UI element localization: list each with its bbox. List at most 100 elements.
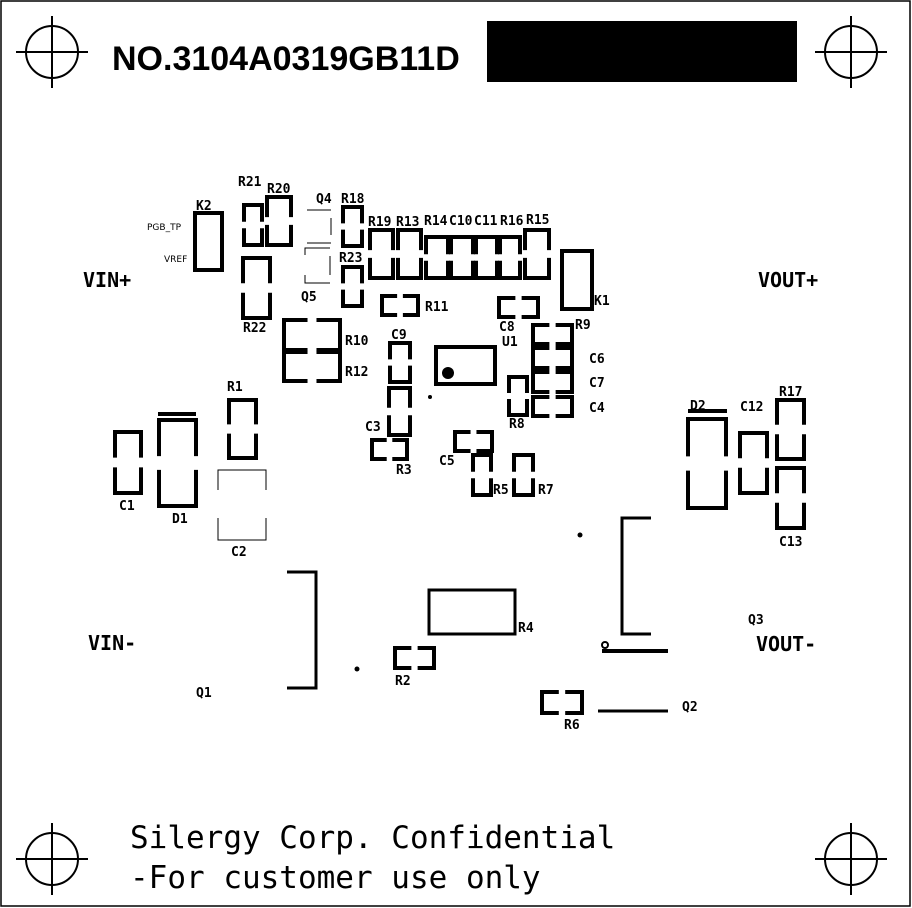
- designator-r22: R22: [243, 321, 266, 336]
- terminal-vin-pos: VIN+: [83, 268, 131, 292]
- designator-r6: R6: [564, 718, 580, 733]
- footprint-C8: [497, 296, 540, 319]
- designator-c8: C8: [499, 320, 515, 335]
- designator-r20: R20: [267, 182, 291, 197]
- footprint-C13: [775, 466, 806, 530]
- designator-r5: R5: [493, 483, 509, 498]
- designator-r16: R16: [500, 214, 524, 229]
- footprint-R23: [341, 265, 364, 308]
- designator-r17: R17: [779, 385, 802, 400]
- pin-vref: VREF: [164, 255, 187, 265]
- footprint-R22: [241, 256, 272, 320]
- footprint-R2: [393, 646, 436, 670]
- redacted-block: [487, 21, 797, 82]
- footprint-R8: [507, 375, 529, 417]
- designator-q3: Q3: [748, 613, 764, 628]
- designator-c2: C2: [231, 545, 247, 560]
- designator-c11: C11: [474, 214, 498, 229]
- designator-k2: K2: [196, 199, 212, 214]
- pin1-marker: [428, 395, 432, 399]
- footprint-C11: [474, 235, 499, 280]
- designator-r19: R19: [368, 215, 391, 230]
- designator-q5: Q5: [301, 290, 317, 305]
- fiducial-target-icon: [16, 823, 88, 895]
- footprint-R11: [380, 294, 420, 317]
- confidential-line-2: -For customer use only: [130, 860, 541, 896]
- designator-r1: R1: [227, 380, 243, 395]
- designator-c12: C12: [740, 400, 763, 415]
- designator-d1: D1: [172, 512, 188, 527]
- footprint-R20: [265, 195, 293, 247]
- footprint-C4: [531, 395, 574, 418]
- designator-r13: R13: [396, 215, 419, 230]
- part-number: NO.3104A0319GB11D: [112, 40, 460, 78]
- outline-Q4: [307, 209, 332, 244]
- footprint-R4: [427, 588, 517, 636]
- designator-c4: C4: [589, 401, 605, 416]
- designator-q1: Q1: [196, 686, 212, 701]
- designator-c9: C9: [391, 328, 407, 343]
- designator-c10: C10: [449, 214, 473, 229]
- footprint-D2: [686, 417, 728, 510]
- designator-c3: C3: [365, 420, 381, 435]
- designator-c7: C7: [589, 376, 605, 391]
- footprint-R3: [370, 438, 409, 461]
- footprint-R12: [282, 350, 342, 383]
- fiducial-target-icon: [16, 16, 88, 88]
- footprint-R14: [424, 235, 450, 280]
- designator-r11: R11: [425, 300, 449, 315]
- terminal-vin-neg: VIN-: [88, 631, 136, 655]
- footprint-R7: [512, 453, 535, 497]
- designator-r9: R9: [575, 318, 591, 333]
- footprint-R6: [540, 690, 584, 715]
- footprint-C3: [387, 386, 412, 437]
- designator-r23: R23: [339, 251, 362, 266]
- footprint-R15: [523, 228, 551, 280]
- footprint-D1: [157, 418, 198, 508]
- designator-r7: R7: [538, 483, 554, 498]
- designator-r8: R8: [509, 417, 525, 432]
- footprint-R9: [531, 323, 574, 346]
- footprint-R13: [396, 228, 423, 280]
- footprint-R19: [368, 228, 395, 280]
- footprint-C1: [113, 430, 143, 495]
- footprint-R18: [341, 205, 364, 248]
- outline-Q5: [304, 247, 331, 284]
- terminal-vout-neg: VOUT-: [756, 632, 816, 656]
- footprint-C6: [531, 346, 574, 370]
- designator-r3: R3: [396, 463, 412, 478]
- footprint-C5: [453, 430, 494, 453]
- designator-r2: R2: [395, 674, 411, 689]
- pin1-marker: [354, 666, 360, 672]
- designator-d2: D2: [690, 399, 706, 414]
- footprint-K1: [560, 249, 594, 311]
- footprint-C7: [531, 370, 574, 394]
- footprint-R17: [775, 398, 806, 461]
- pin1-marker: [442, 367, 454, 379]
- fiducial-target-icon: [815, 16, 887, 88]
- outline-C2: [217, 469, 267, 541]
- confidential-line-1: Silergy Corp. Confidential: [130, 820, 615, 856]
- footprint-C12: [738, 431, 769, 495]
- footprint-C10: [449, 235, 475, 280]
- designator-r12: R12: [345, 365, 368, 380]
- pin1-marker: [601, 641, 609, 649]
- designator-r14: R14: [424, 214, 448, 229]
- fiducial-targets: [16, 16, 887, 895]
- fiducial-target-icon: [815, 823, 887, 895]
- terminal-vout-pos: VOUT+: [758, 268, 818, 292]
- designator-r15: R15: [526, 213, 549, 228]
- components: [113, 195, 806, 715]
- pin-pgb-tp: PGB_TP: [147, 223, 182, 233]
- designator-r10: R10: [345, 334, 369, 349]
- designator-c6: C6: [589, 352, 605, 367]
- designator-q4: Q4: [316, 192, 332, 207]
- designator-c5: C5: [439, 454, 455, 469]
- footprint-R5: [471, 453, 493, 497]
- outline-Q3: [620, 516, 651, 636]
- designator-r18: R18: [341, 192, 365, 207]
- designator-k1: K1: [594, 294, 610, 309]
